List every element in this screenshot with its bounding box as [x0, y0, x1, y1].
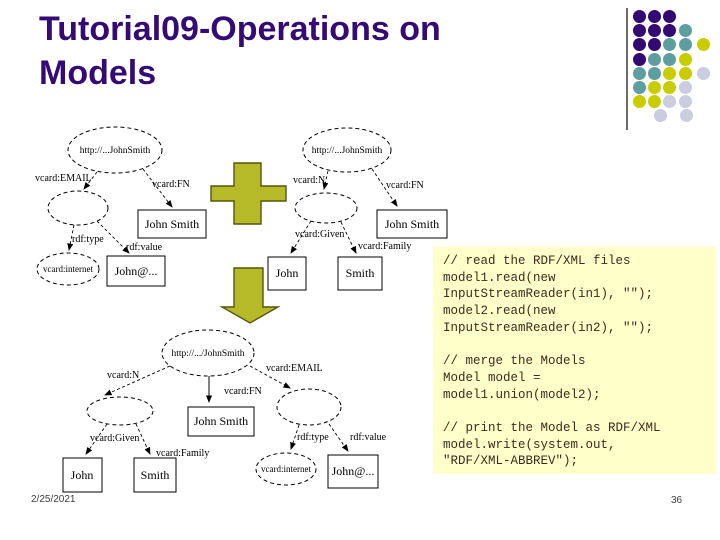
merged-edge-n-label: vcard:N [107, 370, 139, 381]
left-internet-ellipse [36, 252, 100, 286]
merged-fullname-label: John Smith [194, 414, 248, 428]
left-fullname-rect [137, 209, 207, 239]
right-given-label: John [276, 266, 299, 280]
left-edge-rdfvalue [96, 220, 130, 254]
merged-given-label: John [71, 468, 94, 482]
merged-edge-fn-label: vcard:FN [224, 386, 262, 397]
code-text: // read the RDF/XML files model1.read(ne… [443, 254, 661, 469]
right-resource-label: http://...JohnSmith [312, 146, 383, 156]
merged-family-rect [133, 457, 177, 493]
right-blank-node-ellipse [294, 192, 358, 224]
left-edge-rdfvalue-label: rdf:value [126, 242, 163, 253]
right-family-rect [337, 256, 383, 291]
left-internet-label: vcard:internet [43, 264, 93, 274]
merged-edge-family-label: vcard:Family [156, 448, 209, 459]
left-resource-ellipse [67, 126, 163, 174]
merged-edge-rdfvalue [328, 423, 349, 452]
slide-title: Tutorial09-Operations on Models [39, 10, 441, 92]
right-edge-fn [371, 168, 398, 207]
code-panel: // read the RDF/XML files model1.read(ne… [433, 247, 716, 474]
merged-email-literal-label: John@... [332, 464, 375, 478]
merged-edge-email-label: vcard:EMAIL [266, 363, 323, 374]
right-given-rect [267, 256, 307, 291]
merged-edge-rdftype-label: rdf:type [297, 432, 329, 443]
right-family-label: Smith [346, 266, 375, 280]
merged-email-literal-rect [327, 454, 379, 489]
left-edge-email-label: vcard:EMAIL [35, 173, 92, 184]
right-edge-family [340, 221, 357, 254]
right-fullname-label: John Smith [385, 217, 439, 231]
decoration-vertical-line [626, 8, 628, 130]
merged-edge-given [85, 423, 108, 455]
merged-fullname-rect [187, 406, 255, 437]
slide-number: 36 [671, 495, 683, 506]
slide-date: 2/25/2021 [31, 494, 76, 505]
merged-blank-left-ellipse [86, 396, 154, 426]
right-resource-ellipse [302, 127, 392, 173]
merged-given-rect [62, 457, 103, 493]
left-edge-rdftype [67, 224, 75, 251]
left-fullname-label: John Smith [145, 217, 199, 231]
merged-edge-rdfvalue-label: rdf:value [350, 432, 387, 443]
merged-internet-label: vcard:internet [261, 464, 311, 474]
right-edge-family-label: vcard:Family [358, 241, 411, 252]
right-edge-given [290, 220, 312, 254]
left-resource-label: http://...JohnSmith [80, 146, 151, 156]
left-edge-fn-label: vcard:FN [152, 179, 190, 190]
merged-resource-ellipse [161, 329, 255, 377]
merged-internet-ellipse [255, 452, 317, 486]
merged-family-label: Smith [141, 468, 170, 482]
merged-edge-given-label: vcard:Given [90, 433, 139, 444]
plus-operator-shape [210, 162, 287, 225]
left-edge-fn [142, 168, 173, 208]
right-edge-fn-label: vcard:FN [386, 180, 424, 191]
left-email-literal-label: John@... [115, 264, 158, 278]
merged-edge-n [104, 365, 171, 396]
merged-blank-right-ellipse [276, 388, 342, 426]
right-edge-given-label: vcard:Given [295, 229, 344, 240]
merged-edge-email [249, 365, 291, 389]
left-edge-rdftype-label: rdf:type [72, 234, 104, 245]
right-fullname-rect [376, 209, 448, 239]
left-edge-email [83, 171, 98, 190]
merged-resource-label: http://.../JohnSmith [171, 349, 244, 359]
merged-edge-family [135, 423, 151, 455]
merged-edge-rdftype [290, 424, 300, 450]
left-blank-node-ellipse [47, 190, 109, 226]
left-email-literal-rect [106, 255, 166, 287]
merge-down-arrow-shape [219, 267, 281, 324]
right-edge-n-label: vcard:N [293, 175, 325, 186]
